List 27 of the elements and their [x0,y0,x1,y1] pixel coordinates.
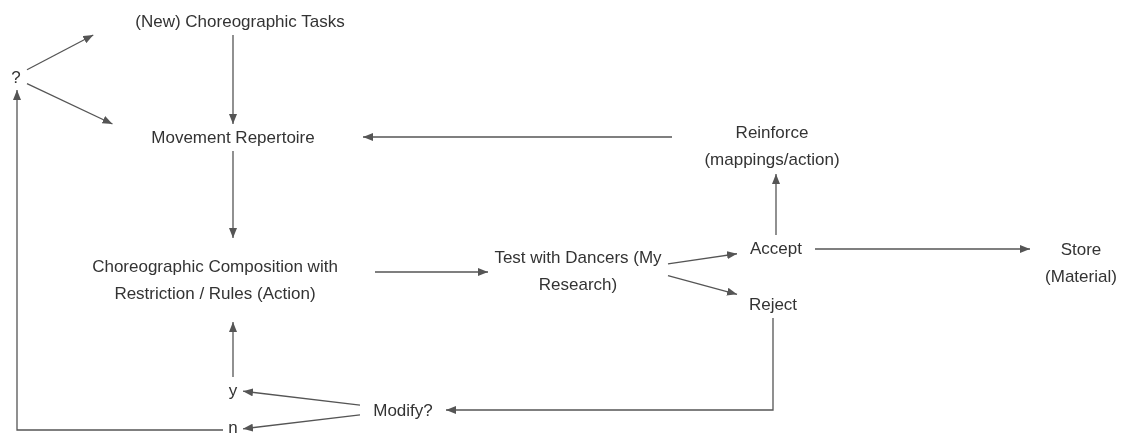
arrow [667,274,738,296]
node-label: Store (Material) [1044,239,1118,288]
node-label: Modify? [373,400,433,422]
arrow [242,388,361,406]
arrow [362,133,673,141]
arrow [374,268,489,276]
arrow [242,414,361,432]
arrow [229,321,237,378]
arrow [814,245,1031,253]
arrow [667,251,738,265]
arrow [13,89,224,431]
arrow [229,34,237,125]
node-label: Test with Dancers (My Research) [493,247,663,296]
node-label: ? [11,66,21,89]
node-label: Choreographic Composition with Restriction / Rules (Action) [91,256,339,305]
arrow [229,150,237,239]
node-label: Movement Repertoire [151,127,315,149]
arrow [26,83,114,125]
node-label: Reinforce (mappings/action) [703,122,841,171]
node-label: y [228,379,238,402]
arrow [26,34,94,71]
node-label: n [228,417,238,439]
arrow [445,317,774,414]
node-label: Accept [750,238,802,260]
arrow [772,173,780,236]
node-label: (New) Choreographic Tasks [135,11,345,33]
node-label: Reject [748,294,798,316]
